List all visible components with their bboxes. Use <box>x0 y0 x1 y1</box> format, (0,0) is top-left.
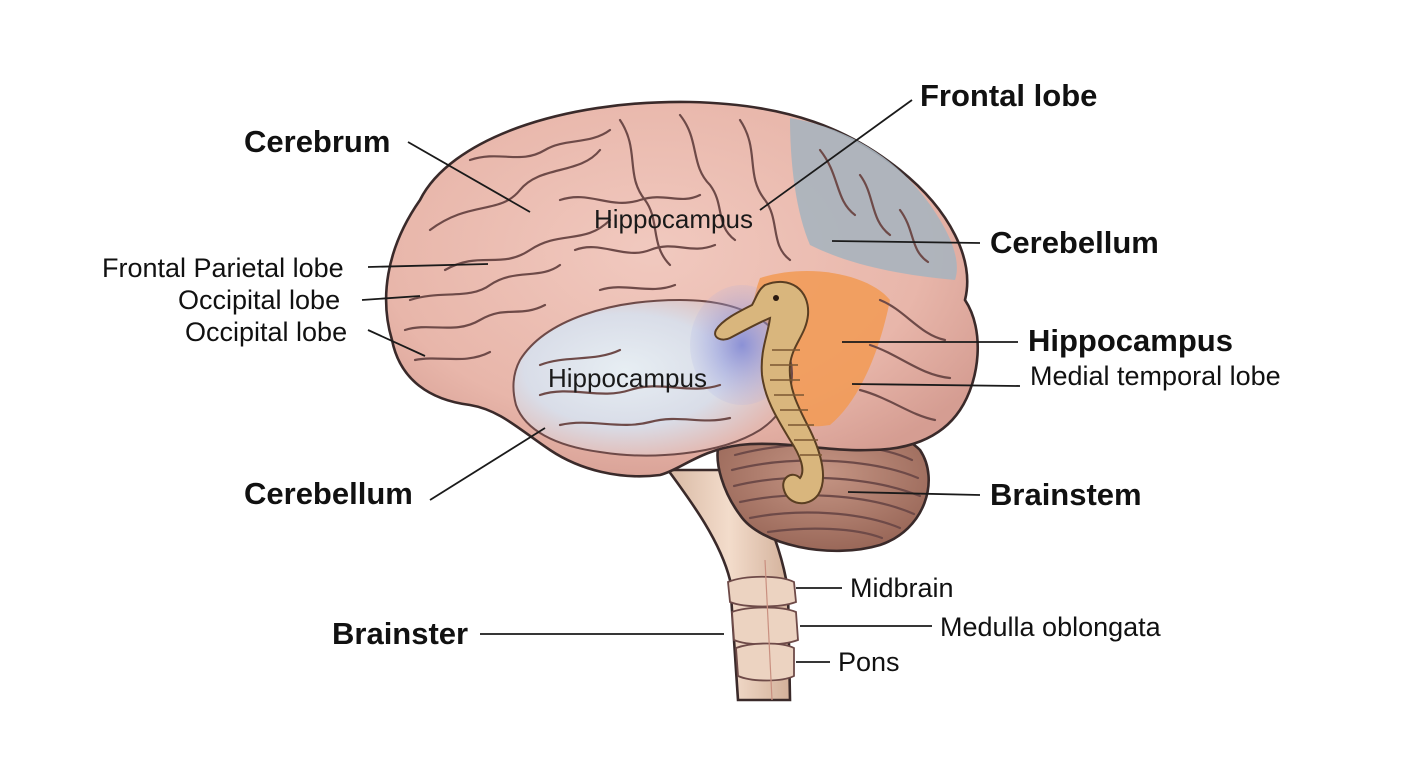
leader-lines <box>361 99 1021 663</box>
seahorse-hippocampus-illustration <box>714 280 825 505</box>
label-hippocampus-right: Hippocampus <box>1028 323 1233 358</box>
cerebrum-shape <box>384 100 980 478</box>
label-medulla-oblongata: Medulla oblongata <box>940 612 1162 642</box>
label-brainstem: Brainstem <box>990 477 1142 512</box>
label-cerebrum: Cerebrum <box>244 124 390 159</box>
label-cerebellum-right: Cerebellum <box>990 225 1159 260</box>
label-brainster: Brainster <box>332 616 468 651</box>
labels: Cerebrum Frontal lobe Cerebellum Frontal… <box>102 78 1281 677</box>
label-occipital-lobe-2: Occipital lobe <box>185 317 347 347</box>
label-frontal-parietal-lobe: Frontal Parietal lobe <box>102 253 344 283</box>
label-midbrain: Midbrain <box>850 573 954 603</box>
label-medial-temporal-lobe: Medial temporal lobe <box>1030 361 1281 391</box>
label-frontal-lobe: Frontal lobe <box>920 78 1097 113</box>
label-hippocampus-upper: Hippocampus <box>594 204 753 234</box>
label-pons: Pons <box>838 647 900 677</box>
label-cerebellum-left: Cerebellum <box>244 476 413 511</box>
label-hippocampus-middle: Hippocampus <box>548 363 707 393</box>
label-occipital-lobe-1: Occipital lobe <box>178 285 340 315</box>
